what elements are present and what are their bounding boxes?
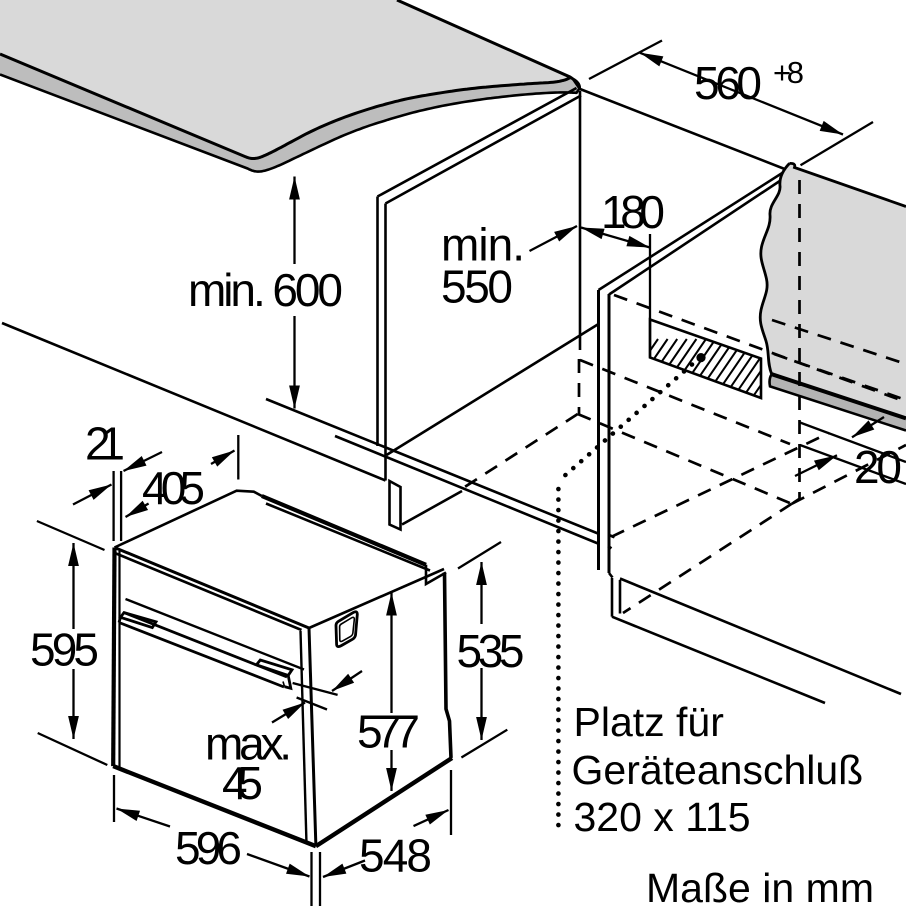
svg-text:21: 21	[85, 418, 125, 470]
svg-text:max.: max.	[205, 718, 292, 770]
svg-text:Geräteanschluß: Geräteanschluß	[572, 747, 864, 793]
svg-text:min.: min.	[441, 219, 525, 271]
svg-text:Platz für: Platz für	[574, 699, 724, 745]
svg-text:548: 548	[359, 830, 432, 882]
svg-text:320 x 115: 320 x 115	[574, 794, 751, 840]
svg-text:550: 550	[441, 261, 513, 313]
svg-text:Maße in mm: Maße in mm	[646, 865, 874, 911]
svg-text:535: 535	[457, 625, 525, 677]
svg-text:+8: +8	[773, 55, 804, 90]
svg-text:45: 45	[222, 757, 263, 809]
svg-text:577: 577	[357, 706, 420, 758]
svg-text:405: 405	[142, 462, 205, 514]
svg-text:595: 595	[30, 624, 99, 676]
svg-text:180: 180	[601, 186, 665, 238]
svg-text:596: 596	[175, 822, 242, 874]
svg-text:560: 560	[694, 57, 762, 109]
svg-text:20: 20	[854, 441, 902, 493]
svg-text:min. 600: min. 600	[188, 264, 343, 316]
